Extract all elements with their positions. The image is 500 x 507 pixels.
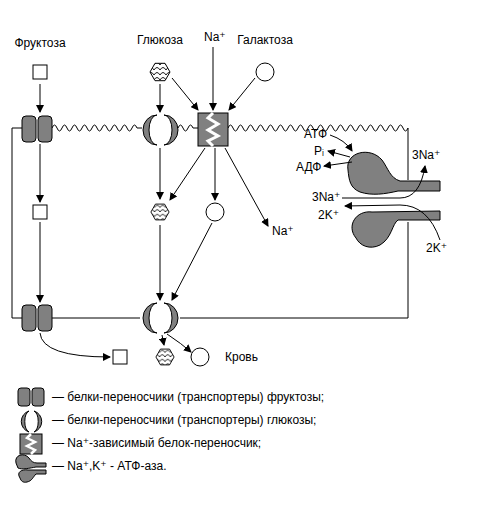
legend-atpase xyxy=(16,455,46,469)
flow-arrow xyxy=(172,223,212,300)
flow-arrow xyxy=(172,78,198,110)
transporter-crescent xyxy=(164,115,178,145)
glucose-molecule xyxy=(156,349,174,365)
galactose-molecule xyxy=(206,203,224,221)
ion-label: 2K⁺ xyxy=(426,241,447,255)
glucose-molecule xyxy=(151,204,169,220)
flow-arrow xyxy=(170,148,205,200)
flow-arrow xyxy=(40,333,110,357)
flow-arrow xyxy=(342,166,425,198)
fructose-molecule xyxy=(113,350,127,364)
microvilli xyxy=(52,125,142,131)
flow-arrow xyxy=(324,162,352,166)
flow-arrow xyxy=(40,84,41,112)
sodium-transporter xyxy=(198,113,228,146)
fructose-transporter xyxy=(22,305,52,331)
flow-arrow xyxy=(215,148,216,200)
transporter-half xyxy=(22,305,36,331)
transporter-channel xyxy=(208,113,218,146)
flow-arrow xyxy=(160,148,161,199)
molecule-label: Фруктоза xyxy=(5,36,75,50)
molecule-node: Галактоза xyxy=(225,33,305,84)
ion-label: 3Na⁺ xyxy=(312,190,340,204)
ion-label: 3Na⁺ xyxy=(412,148,440,162)
fructose-transporter xyxy=(22,116,52,142)
ion-label: Na⁺ xyxy=(272,224,294,238)
molecule-label: АДФ xyxy=(296,160,321,174)
transporter-half xyxy=(22,116,36,142)
flow-arrow xyxy=(213,47,214,110)
molecule-node: Фруктоза xyxy=(5,36,75,84)
molecule-label: АТФ xyxy=(304,127,327,141)
flow-arrow xyxy=(40,222,41,302)
ion-label: Na⁺ xyxy=(204,30,226,44)
molecule-shape xyxy=(148,60,172,84)
fructose-molecule xyxy=(33,65,47,79)
flow-arrow xyxy=(162,335,164,345)
molecule-label: Pᵢ xyxy=(314,144,324,158)
transporter-crescent xyxy=(164,303,178,333)
transporter-half xyxy=(38,116,52,142)
transporter-crescent xyxy=(143,115,157,145)
galactose-molecule xyxy=(256,63,274,81)
legend-glucose-transporter xyxy=(21,411,29,432)
transporter-half xyxy=(38,305,52,331)
legend-fructose-transporter xyxy=(32,388,44,406)
ion-label: 2K⁺ xyxy=(318,208,339,222)
molecule-shape xyxy=(28,60,52,84)
transporter-crescent xyxy=(143,303,157,333)
glucose-molecule xyxy=(150,63,170,80)
legend-sodium-transporter xyxy=(20,434,42,454)
fructose-molecule xyxy=(33,205,47,219)
molecule-label: Галактоза xyxy=(225,33,305,47)
basal-membrane xyxy=(12,128,408,318)
molecule-shape xyxy=(253,60,277,84)
microvilli xyxy=(178,125,198,131)
na-k-atpase xyxy=(348,152,440,247)
legend-atpase xyxy=(19,470,46,482)
legend-text: — Na⁺,K⁺ - АТФ-аза. xyxy=(52,459,167,473)
flow-arrow xyxy=(160,84,161,112)
flow-arrow xyxy=(330,135,352,151)
legend-text: — белки-переносчики (транспортеры) глюко… xyxy=(52,413,316,427)
glucose-transporter xyxy=(143,303,178,333)
flow-arrow xyxy=(345,205,440,240)
galactose-molecule xyxy=(191,348,209,366)
legend-text: — Na⁺-зависимый белок-переносчик; xyxy=(52,436,261,450)
cell-membrane xyxy=(12,125,408,318)
legend-symbols xyxy=(16,388,46,482)
molecule-label: Глюкоза xyxy=(120,33,200,47)
flow-arrow xyxy=(167,334,191,352)
legend-fructose-transporter xyxy=(18,388,30,406)
glucose-transporter xyxy=(143,115,178,145)
flow-arrow xyxy=(328,151,350,157)
molecule-node: Глюкоза xyxy=(120,33,200,84)
compartment-label: Кровь xyxy=(225,350,258,364)
legend-glucose-transporter xyxy=(34,411,42,432)
flow-arrow xyxy=(40,144,41,202)
flow-arrow xyxy=(229,78,255,110)
flow-arrows xyxy=(40,47,440,357)
flow-arrow xyxy=(225,148,268,226)
flow-arrow xyxy=(160,225,161,300)
legend-text: — белки-переносчики (транспортеры) фрукт… xyxy=(52,390,324,404)
transporter-body xyxy=(198,113,228,146)
legend-sodium-channel xyxy=(27,434,35,454)
